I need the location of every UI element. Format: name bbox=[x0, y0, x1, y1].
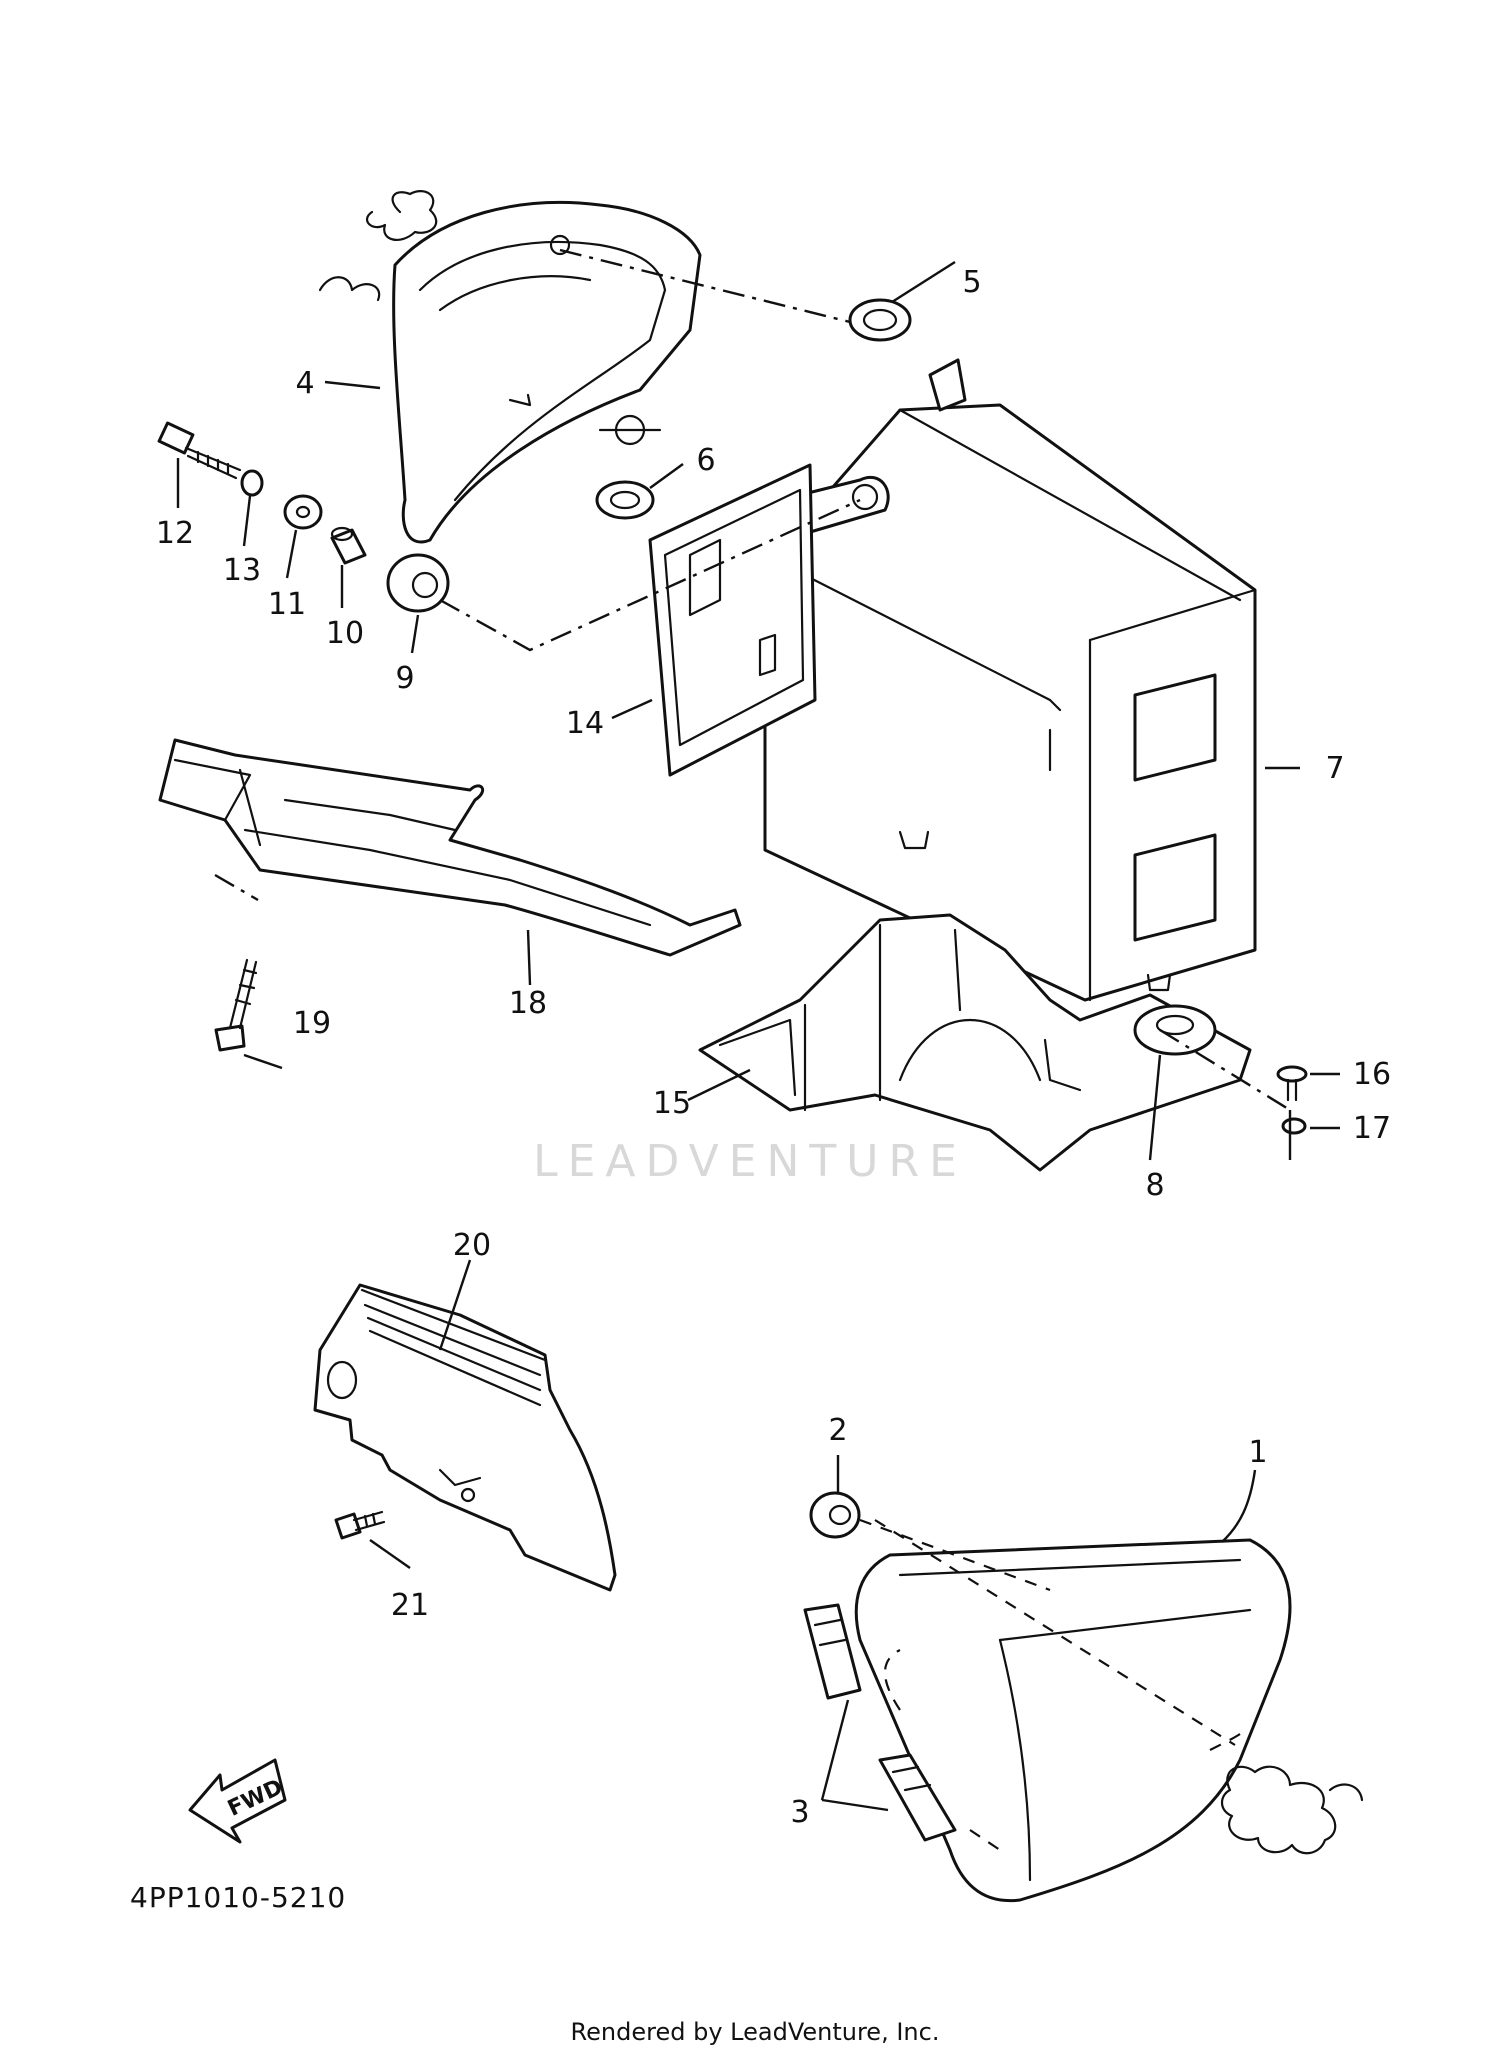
callout-12: 12 bbox=[156, 516, 194, 551]
part-2-grommet bbox=[809, 1491, 861, 1539]
part-1-side-cover bbox=[854, 1519, 1292, 1903]
part-16-screw bbox=[1276, 1065, 1308, 1102]
callout-13: 13 bbox=[223, 553, 261, 588]
diagram-code: 4PP1010-5210 bbox=[130, 1881, 346, 1914]
callout-3: 3 bbox=[790, 1795, 809, 1830]
callout-1: 1 bbox=[1248, 1435, 1267, 1470]
leader-5 bbox=[891, 260, 956, 304]
callout-18: 18 bbox=[509, 986, 547, 1021]
part-6-grommet bbox=[595, 480, 655, 520]
leader-3 bbox=[820, 1699, 889, 1812]
part-10-collar bbox=[330, 526, 367, 565]
part-13-washer bbox=[240, 469, 264, 497]
part-17-washer bbox=[1281, 1117, 1307, 1135]
leader-20 bbox=[438, 1259, 472, 1351]
callout-9: 9 bbox=[395, 661, 414, 696]
leader-13 bbox=[242, 495, 252, 547]
alignment-line bbox=[439, 498, 861, 652]
footer-credit: Rendered by LeadVenture, Inc. bbox=[571, 2018, 940, 2046]
leader-15 bbox=[687, 1068, 751, 1102]
part-12-bolt bbox=[157, 421, 242, 480]
callout-6: 6 bbox=[696, 443, 715, 478]
callout-19: 19 bbox=[293, 1006, 331, 1041]
part-3-damper-upper bbox=[803, 1603, 862, 1700]
leader-18 bbox=[526, 929, 532, 986]
part-11-washer bbox=[283, 494, 323, 530]
leader-21 bbox=[369, 1539, 411, 1569]
callout-8: 8 bbox=[1145, 1168, 1164, 1203]
callout-20: 20 bbox=[453, 1228, 491, 1263]
callout-4: 4 bbox=[295, 366, 314, 401]
callout-5: 5 bbox=[962, 265, 981, 300]
part-9-grommet bbox=[386, 553, 450, 613]
alignment-line bbox=[559, 248, 851, 324]
callout-7: 7 bbox=[1325, 751, 1344, 786]
leader-8 bbox=[1148, 1054, 1162, 1161]
callout-21: 21 bbox=[391, 1588, 429, 1623]
part-3-damper-lower bbox=[878, 1753, 957, 1842]
part-8-grommet bbox=[1133, 1004, 1217, 1056]
callout-16: 16 bbox=[1353, 1057, 1391, 1092]
callout-14: 14 bbox=[566, 706, 604, 741]
part-18-bracket bbox=[158, 738, 742, 957]
part-4-frame bbox=[318, 190, 702, 544]
part-7-battery-box bbox=[763, 358, 1257, 1002]
callout-10: 10 bbox=[326, 616, 364, 651]
watermark-text: LEADVENTURE bbox=[533, 1136, 967, 1187]
part-14-bracket bbox=[648, 463, 817, 777]
callout-2: 2 bbox=[828, 1413, 847, 1448]
leader-11 bbox=[285, 529, 298, 579]
part-19-bolt bbox=[214, 958, 258, 1052]
leader-9 bbox=[410, 614, 420, 654]
part-20-side-cover bbox=[313, 1283, 617, 1592]
wire-connector bbox=[1220, 1765, 1364, 1855]
callout-17: 17 bbox=[1353, 1111, 1391, 1146]
fwd-arrow-icon: FWD bbox=[188, 1758, 287, 1844]
leader-1 bbox=[1221, 1469, 1257, 1543]
callout-11: 11 bbox=[268, 587, 306, 622]
leader-4 bbox=[324, 380, 381, 390]
leader-6 bbox=[649, 463, 684, 489]
callout-15: 15 bbox=[653, 1086, 691, 1121]
part-21-screw bbox=[334, 1510, 386, 1540]
part-5-grommet bbox=[848, 298, 912, 342]
leader-14 bbox=[611, 698, 653, 720]
alignment-line bbox=[859, 1518, 1051, 1592]
leader-19 bbox=[243, 1053, 283, 1070]
alignment-line bbox=[1159, 1028, 1291, 1112]
